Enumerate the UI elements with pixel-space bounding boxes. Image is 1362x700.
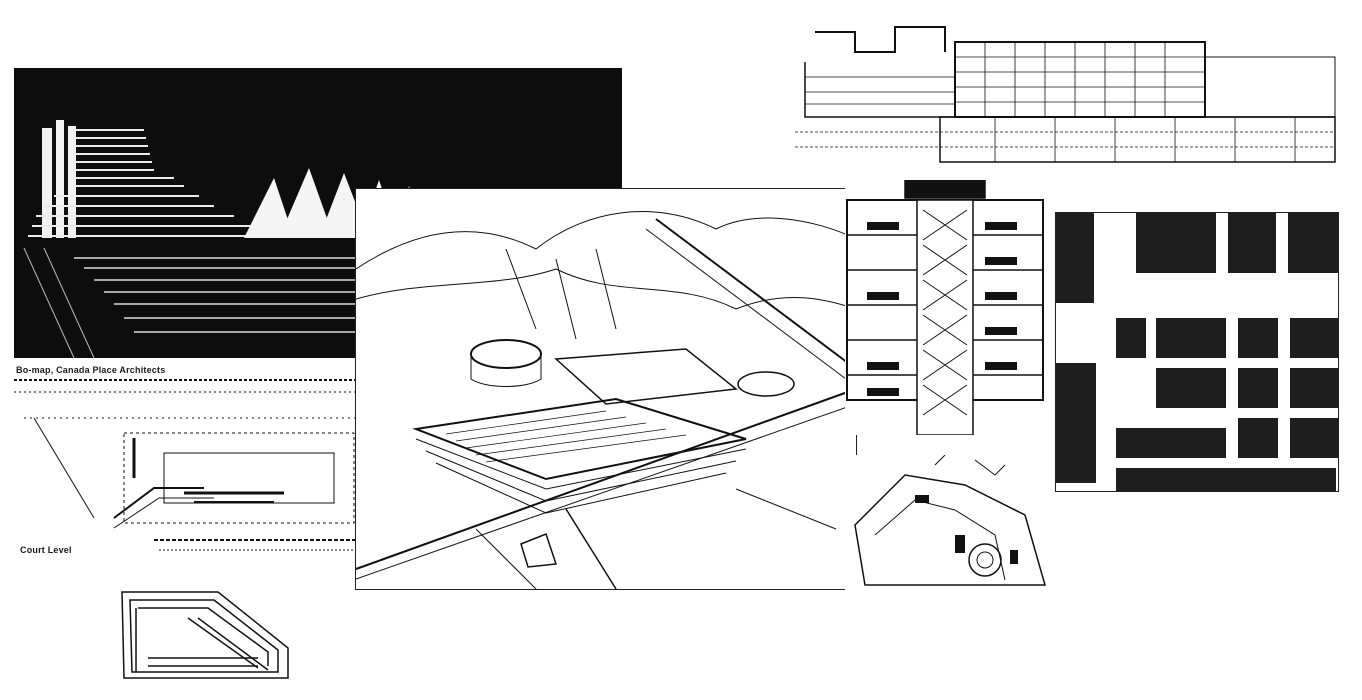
figure-ground-map [1055, 212, 1339, 492]
aerial-perspective-drawing [355, 188, 857, 590]
plan-caption: Court Level [20, 545, 72, 555]
curved-site-plan [845, 455, 1050, 590]
photo-caption: Bo-map, Canada Place Architects [16, 365, 166, 375]
site-plan-diagram [14, 378, 359, 558]
stepped-plan-detail [118, 588, 298, 680]
building-section-elevation [795, 22, 1340, 172]
parking-tower-section [845, 180, 1045, 435]
